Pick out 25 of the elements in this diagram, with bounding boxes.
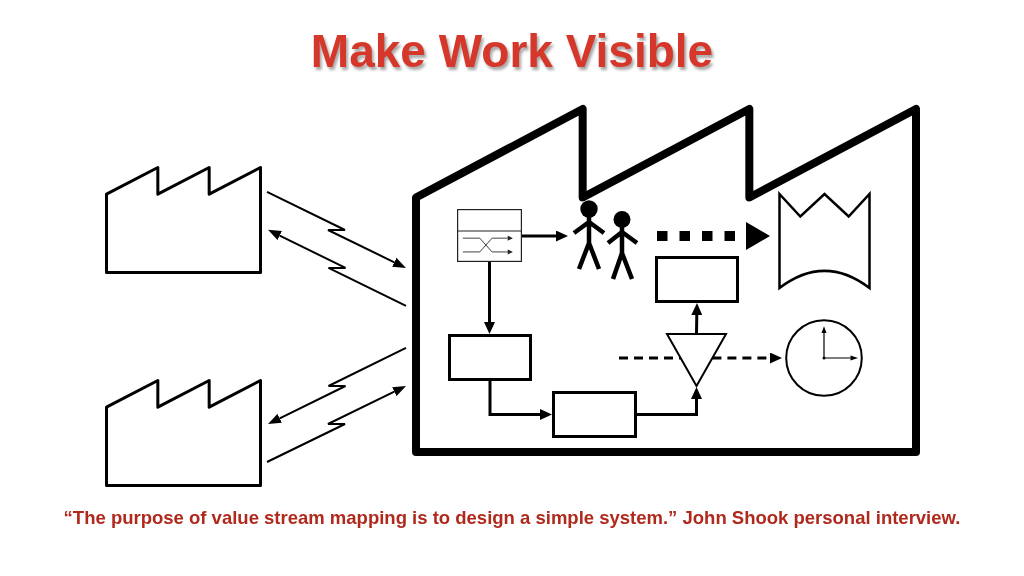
arrow — [637, 387, 702, 416]
zigzag-banner — [778, 192, 871, 290]
inventory-triangle — [666, 333, 727, 387]
dashed-line — [619, 356, 681, 360]
title: Make Work Visible — [310, 24, 714, 78]
push-arrow — [657, 222, 770, 250]
lightning-arrow — [268, 346, 407, 425]
schedule-box — [457, 209, 522, 262]
process-box — [448, 334, 532, 381]
lightning-arrow — [268, 229, 407, 307]
caption: “The purpose of value stream mapping is to design a simple system.” John Shook personal interview. — [63, 506, 961, 530]
process-box — [655, 256, 739, 303]
lightning-arrow — [266, 386, 406, 463]
process-box — [552, 391, 637, 438]
factory-outline — [411, 104, 921, 457]
stick-figures — [571, 198, 641, 281]
factory-outline — [104, 378, 263, 488]
arrow — [488, 381, 552, 420]
dashed-arrow — [712, 352, 782, 364]
arrow — [484, 262, 495, 334]
arrow — [691, 303, 703, 334]
arrow — [522, 230, 568, 242]
clock-symbol — [785, 319, 863, 397]
factory-outline — [104, 165, 263, 275]
lightning-arrow — [266, 190, 406, 268]
